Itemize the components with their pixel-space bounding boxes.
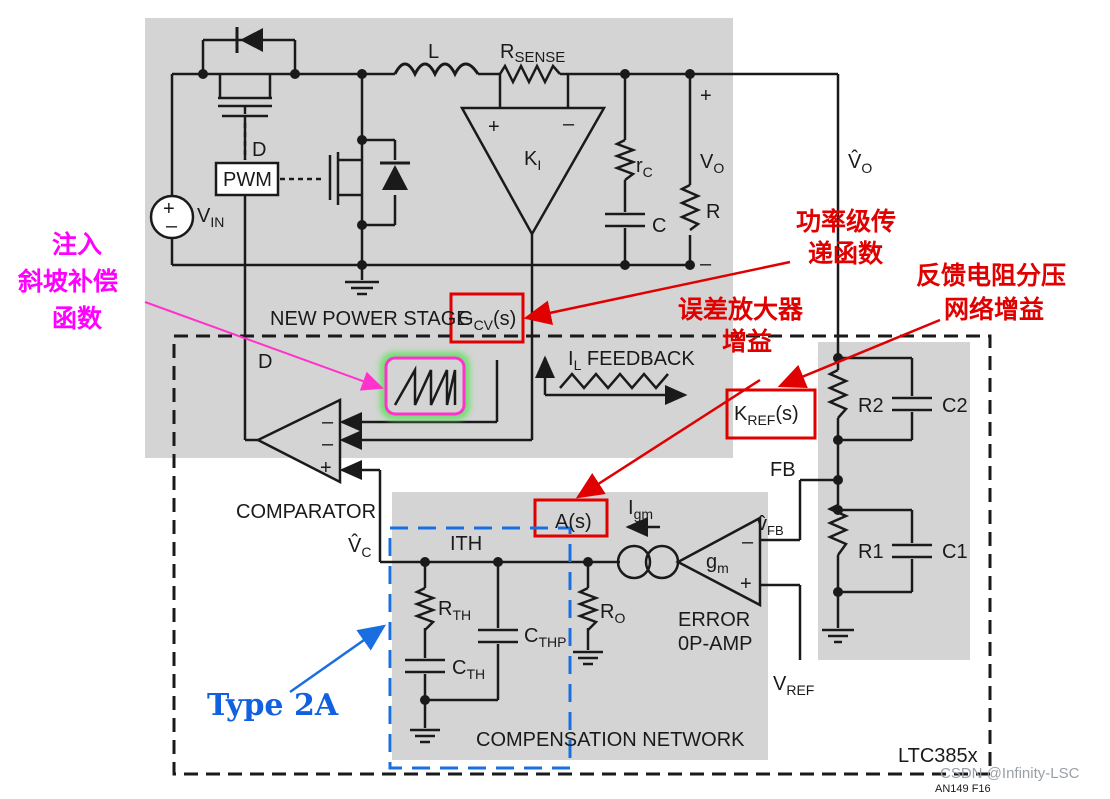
label-error-amp-2: 0P-AMP: [678, 633, 752, 655]
label-igm: Igm: [628, 497, 653, 522]
gm-error-amp: [675, 515, 762, 608]
top-diode: [235, 27, 263, 53]
label-minus-out: –: [700, 253, 712, 275]
annotation-type2a: Type 2A: [207, 688, 339, 723]
arrow-to-gcv: [523, 260, 791, 326]
label-gm: gm: [706, 551, 729, 576]
annotation-feedback-divider-1: 反馈电阻分压: [916, 261, 1066, 290]
feedback-divider-panel: [818, 342, 970, 660]
arrow-to-ramp: [144, 301, 384, 391]
label-il-feedback: IL FEEDBACK: [568, 348, 695, 373]
type2a-box: [388, 526, 572, 770]
label-as: A(s): [555, 511, 592, 533]
label-gcv: GCV(s): [458, 308, 516, 333]
vin-source: [149, 194, 195, 240]
label-vin: VIN: [197, 205, 224, 230]
label-rth: RTH: [438, 598, 471, 623]
pwm-block: [214, 161, 280, 197]
ltc-boundary: [172, 334, 992, 776]
watermark: CSDN @Infinity-LSC: [940, 765, 1080, 782]
annotation-slope-comp-2: 斜坡补偿: [17, 267, 118, 296]
annotation-slope-comp-1: 注入: [52, 230, 102, 259]
label-gm-minus: –: [742, 531, 754, 553]
kref-highlight-box: [725, 388, 817, 440]
annotation-feedback-divider-2: 网络增益: [944, 295, 1044, 324]
label-comparator: COMPARATOR: [236, 501, 376, 523]
r2-resistor: [826, 368, 850, 419]
label-d-left: D: [258, 351, 272, 373]
annotation-power-stage-tf-1: 功率级传: [796, 207, 896, 236]
inductor-L: [393, 62, 480, 78]
gcv-highlight-box: [449, 292, 525, 344]
label-fb: FB: [770, 459, 796, 481]
label-ki-plus: +: [488, 116, 500, 138]
label-c2: C2: [942, 395, 968, 417]
label-vref: VREF: [773, 673, 814, 698]
ramp-waveform: [393, 365, 457, 406]
junction-dots: [198, 69, 843, 705]
label-ki-minus: –: [563, 113, 575, 135]
label-vfb: v̂FB: [757, 513, 784, 538]
label-comp-plus: +: [320, 457, 332, 479]
label-fig-id: AN149 F16: [935, 783, 991, 795]
ki-current-amp: [459, 106, 607, 237]
label-new-power-stage: NEW POWER STAGE: [270, 308, 470, 330]
r1-resistor: [826, 503, 850, 556]
label-d-top: D: [252, 139, 266, 161]
as-highlight-box: [533, 498, 609, 538]
label-inductor: L: [428, 41, 439, 63]
rth-resistor: [413, 586, 437, 631]
annotation-slope-comp-3: 函数: [52, 304, 103, 333]
label-vo-hat: V̂O: [848, 150, 872, 176]
label-rc: rC: [636, 155, 653, 180]
ramp-glow: [380, 352, 470, 420]
circuit-labels: L RSENSE + – + – KI V̂O VO rC C R D PWM …: [163, 41, 991, 795]
low-side-diode: [380, 161, 410, 190]
label-comp-network: COMPENSATION NETWORK: [476, 729, 745, 751]
label-ki: KI: [524, 148, 541, 173]
annotation-error-amp-gain-1: 误差放大器: [678, 295, 804, 324]
label-c1: C1: [942, 541, 968, 563]
il-feedback-waveform: [559, 372, 669, 390]
label-cap-c: C: [652, 215, 666, 237]
label-ro: RO: [600, 601, 625, 626]
label-pwm: PWM: [223, 169, 272, 191]
label-rsense: RSENSE: [500, 41, 565, 66]
label-plus-out: +: [700, 85, 712, 107]
label-r1: R1: [858, 541, 884, 563]
ro-resistor: [576, 586, 600, 631]
label-ith: ITH: [450, 533, 482, 555]
label-comp-minus1: –: [322, 411, 334, 433]
label-ltc: LTC385x: [898, 745, 978, 767]
annotation-error-amp-gain-2: 增益: [722, 327, 772, 356]
label-cth: CTH: [452, 657, 485, 682]
label-gm-plus: +: [740, 573, 752, 595]
label-r2: R2: [858, 395, 884, 417]
label-cthp: CTHP: [524, 625, 566, 650]
rc-resistor: [613, 138, 637, 181]
label-comp-minus2: –: [322, 433, 334, 455]
label-vo: VO: [700, 151, 724, 176]
comparator-symbol: [255, 397, 342, 485]
arrow-to-as: [575, 378, 761, 499]
annotation-power-stage-tf-2: 递函数: [808, 239, 884, 268]
label-vc: V̂C: [348, 534, 371, 560]
arrow-to-type2a: [289, 624, 387, 694]
arrow-to-kref: [777, 318, 941, 389]
load-resistor: [678, 183, 702, 231]
label-error-amp-1: ERROR: [678, 609, 750, 631]
label-res-r: R: [706, 201, 720, 223]
label-kref: KREF(s): [734, 403, 799, 428]
label-vin-plus: +: [163, 198, 175, 220]
annotations: 功率级传 递函数 反馈电阻分压 网络增益 误差放大器 增益 注入 斜坡补偿 函数…: [17, 207, 1066, 723]
rsense-resistor: [498, 63, 561, 85]
label-vin-minus: –: [166, 215, 178, 237]
